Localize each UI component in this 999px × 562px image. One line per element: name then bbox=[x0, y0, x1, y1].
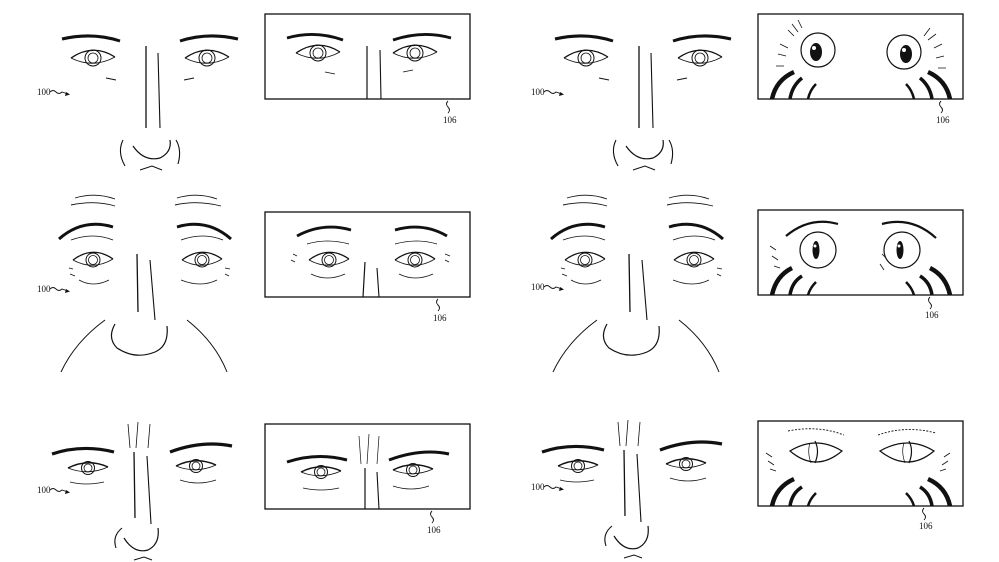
panel-2-neutral-face bbox=[555, 36, 731, 170]
ref-100-text: 100 bbox=[37, 284, 51, 294]
ref-label-100-row1-right: 100 bbox=[531, 87, 565, 97]
ref-100-text: 100 bbox=[531, 87, 545, 97]
ref-label-106-row1-left: 106 bbox=[443, 100, 457, 125]
ref-label-100-row3-right: 100 bbox=[531, 482, 565, 492]
ref-label-106-row3-right: 106 bbox=[919, 507, 933, 531]
ref-100-text: 100 bbox=[37, 87, 51, 97]
ref-106-text: 106 bbox=[427, 525, 441, 535]
ref-label-106-row2-left: 106 bbox=[433, 298, 447, 323]
panel-4-display-owl bbox=[758, 210, 963, 295]
panel-1-display-human bbox=[265, 14, 470, 99]
panel-5-angry-face bbox=[52, 422, 232, 560]
ref-106-text: 106 bbox=[936, 115, 950, 125]
panel-4-surprised-face bbox=[551, 195, 723, 372]
panel-6-angry-face bbox=[542, 420, 722, 558]
ref-106-text: 106 bbox=[925, 310, 939, 320]
ref-106-text: 106 bbox=[919, 521, 933, 531]
panel-6-display-reptile bbox=[758, 421, 963, 506]
panel-1-neutral-face bbox=[62, 36, 238, 170]
ref-label-100-row2: 100 bbox=[37, 284, 71, 294]
ref-label-100-row1: 100 bbox=[37, 87, 71, 97]
ref-100-text: 100 bbox=[531, 482, 545, 492]
ref-100-text: 100 bbox=[531, 282, 545, 292]
ref-label-100-row2-right: 100 bbox=[531, 282, 565, 292]
ref-label-106-row1-right: 106 bbox=[936, 100, 950, 125]
ref-label-100-row3: 100 bbox=[37, 485, 71, 495]
ref-label-106-row3-left: 106 bbox=[427, 510, 441, 535]
ref-106-text: 106 bbox=[443, 115, 457, 125]
ref-label-106-row2-right: 106 bbox=[925, 296, 939, 320]
ref-100-text: 100 bbox=[37, 485, 51, 495]
ref-106-text: 106 bbox=[433, 313, 447, 323]
panel-3-surprised-face bbox=[59, 195, 231, 372]
panel-3-display-human bbox=[265, 212, 470, 297]
panel-5-display-human bbox=[265, 424, 470, 509]
panel-2-display-owl bbox=[758, 14, 963, 99]
